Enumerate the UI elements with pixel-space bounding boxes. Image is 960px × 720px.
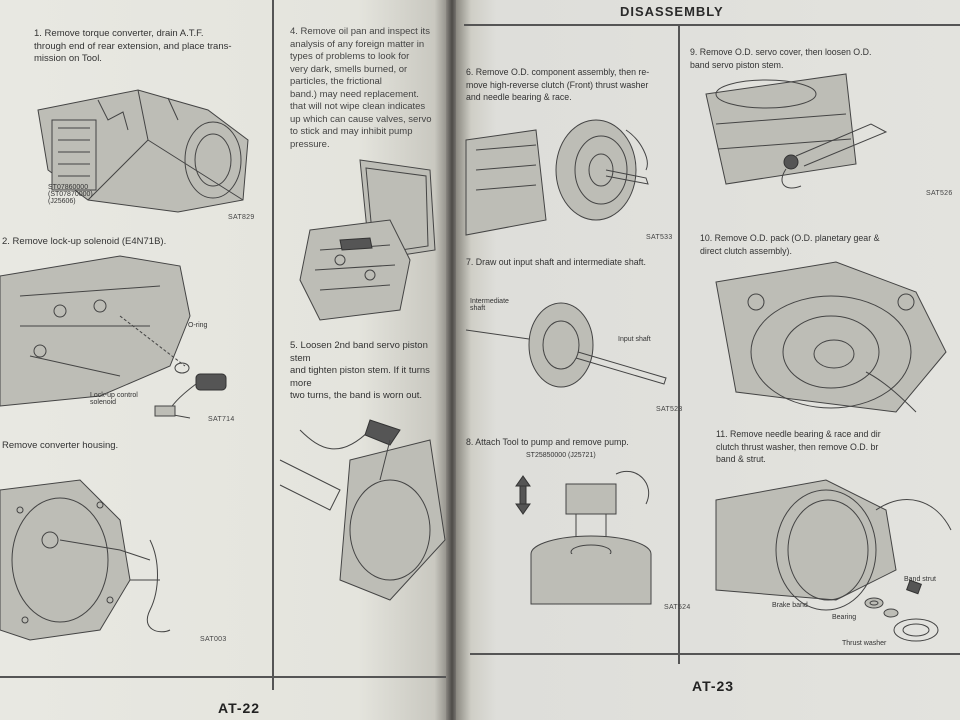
book-gutter xyxy=(446,0,458,720)
figure-transmission-on-tool xyxy=(28,80,258,220)
figure-code: SAT714 xyxy=(208,416,235,423)
page-footer-rule xyxy=(470,653,960,655)
step-2-text: 2. Remove lock-up solenoid (E4N71B). xyxy=(2,236,167,247)
figure-code: SAT533 xyxy=(646,234,673,241)
figure-lock-up-solenoid xyxy=(0,256,260,426)
header-rule xyxy=(464,24,960,26)
column-divider xyxy=(678,24,680,664)
figure-od-servo-cover xyxy=(706,74,946,194)
tool-label: ST07860000 (ST07870000) (J25606) xyxy=(48,184,93,205)
figure-code: SAT829 xyxy=(228,214,255,221)
step-4-text: 4. Remove oil pan and inspect its analys… xyxy=(290,26,432,150)
step-6-text: 6. Remove O.D. component assembly, then … xyxy=(466,67,650,102)
page-number: AT-22 xyxy=(218,700,261,716)
figure-od-pack xyxy=(716,262,960,412)
figure-band-servo-piston xyxy=(280,400,445,620)
input-shaft-label: Input shaft xyxy=(618,336,651,343)
figure-code: SAT526 xyxy=(926,190,953,197)
step-10-text: 10. Remove O.D. pack (O.D. planetary gea… xyxy=(700,233,880,256)
figure-input-intermediate-shaft xyxy=(466,290,671,400)
figure-od-component-assembly xyxy=(466,110,671,240)
page-number: AT-23 xyxy=(692,678,735,694)
solenoid-label: Lock-up control solenoid xyxy=(90,392,138,406)
section-header: DISASSEMBLY xyxy=(620,4,724,19)
step-3-text: Remove converter housing. xyxy=(2,440,119,451)
figure-converter-housing xyxy=(0,460,260,640)
intermediate-shaft-label: Intermediate shaft xyxy=(470,298,509,312)
bearing-label: Bearing xyxy=(832,614,857,621)
figure-code: SAT523 xyxy=(656,406,683,413)
figure-code: SAT003 xyxy=(200,636,227,643)
figure-pump-removal xyxy=(506,464,666,604)
band-strut-label: Band strut xyxy=(904,576,936,583)
column-divider xyxy=(272,0,274,690)
step-11-text: 11. Remove needle bearing & race and dir… xyxy=(716,429,881,464)
figure-od-brake-band xyxy=(716,470,960,650)
step-1-text: 1. Remove torque converter, drain A.T.F.… xyxy=(34,28,232,64)
right-page: DISASSEMBLY 6. Remove O.D. component ass… xyxy=(456,0,960,720)
step-8-text: 8. Attach Tool to pump and remove pump. xyxy=(466,437,629,447)
step-5-text: 5. Loosen 2nd band servo piston stem and… xyxy=(290,340,430,401)
thrust-washer-label: Thrust washer xyxy=(842,640,887,647)
step-9-text: 9. Remove O.D. servo cover, then loosen … xyxy=(690,47,872,70)
figure-code: SAT524 xyxy=(664,604,691,611)
brake-band-label: Brake band xyxy=(772,602,808,609)
figure-oil-pan xyxy=(300,160,440,320)
left-page: 1. Remove torque converter, drain A.T.F.… xyxy=(0,0,448,720)
page-footer-rule xyxy=(0,676,448,678)
step-7-text: 7. Draw out input shaft and intermediate… xyxy=(466,257,646,267)
tool-label: ST25850000 (J25721) xyxy=(526,452,596,459)
o-ring-label: O-ring xyxy=(188,322,208,329)
